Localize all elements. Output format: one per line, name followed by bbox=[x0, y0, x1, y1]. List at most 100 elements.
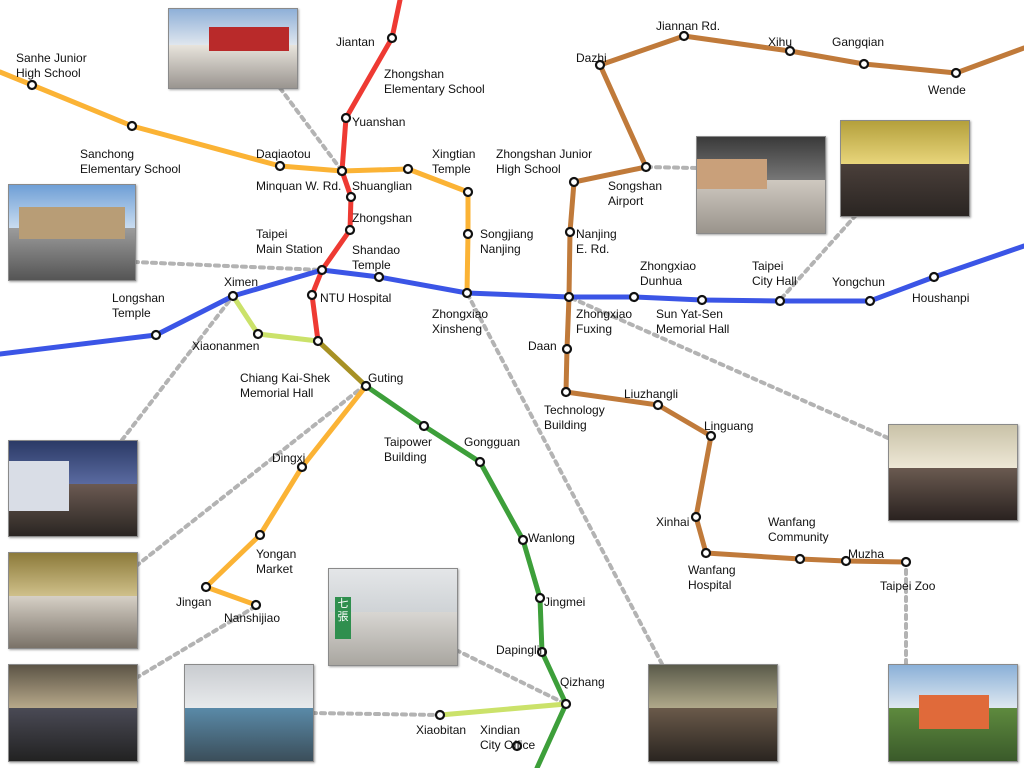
station-marker-tech-building[interactable] bbox=[560, 386, 572, 398]
photo-nanshijiao-station bbox=[8, 664, 138, 762]
station-marker-linguang[interactable] bbox=[705, 430, 717, 442]
label-liuzhangli: Liuzhangli bbox=[624, 387, 679, 401]
station-marker-dingxi[interactable] bbox=[296, 461, 308, 473]
station-marker-yongan[interactable] bbox=[254, 529, 266, 541]
station-marker-dapinglin[interactable] bbox=[536, 646, 548, 658]
station-marker-jingan[interactable] bbox=[200, 581, 212, 593]
station-marker-guting[interactable] bbox=[360, 380, 372, 392]
photo-taipei-zoo bbox=[888, 664, 1018, 762]
station-marker-xindian-city[interactable] bbox=[511, 740, 523, 752]
station-marker-zhongxiao-xinsheng[interactable] bbox=[461, 287, 473, 299]
station-marker-sanchong[interactable] bbox=[126, 120, 138, 132]
station-marker-gongguan[interactable] bbox=[474, 456, 486, 468]
station-marker-zhongxiao-fuxing[interactable] bbox=[563, 291, 575, 303]
station-marker-songshan-airport[interactable] bbox=[640, 161, 652, 173]
label-zhongshan: Zhongshan bbox=[352, 211, 413, 225]
station-marker-nanshijiao[interactable] bbox=[250, 599, 262, 611]
station-marker-muzha[interactable] bbox=[840, 555, 852, 567]
label-zhongxiao-fuxing: Zhongxiao Fuxing bbox=[576, 307, 633, 336]
photo-connector-4 bbox=[120, 294, 235, 442]
station-marker-taipei-main[interactable] bbox=[316, 264, 328, 276]
station-marker-houshanpi[interactable] bbox=[928, 271, 940, 283]
station-marker-daqiaotou[interactable] bbox=[274, 160, 286, 172]
photo-connector-5 bbox=[134, 384, 366, 568]
station-markers bbox=[26, 30, 962, 752]
label-yongan: Yongan Market bbox=[256, 547, 297, 576]
photo-connector-0 bbox=[278, 86, 344, 173]
station-marker-gangqian[interactable] bbox=[858, 58, 870, 70]
station-marker-longshan[interactable] bbox=[150, 329, 162, 341]
station-marker-taipei-city-hall[interactable] bbox=[774, 295, 786, 307]
station-marker-wanlong[interactable] bbox=[517, 534, 529, 546]
station-marker-shandao[interactable] bbox=[373, 271, 385, 283]
photo-zhongxiao-xinsheng bbox=[648, 664, 778, 762]
label-dazhi: Dazhi bbox=[576, 51, 607, 65]
station-marker-liuzhangli[interactable] bbox=[652, 399, 664, 411]
label-taipei-zoo: Taipei Zoo bbox=[880, 579, 936, 593]
station-marker-ntu-hospital[interactable] bbox=[306, 289, 318, 301]
station-marker-xihu[interactable] bbox=[784, 45, 796, 57]
photo-songshan-airport bbox=[696, 136, 826, 234]
station-marker-dazhi[interactable] bbox=[594, 59, 606, 71]
label-zhongshan-jh: Zhongshan Junior High School bbox=[496, 147, 593, 176]
label-xihu: Xihu bbox=[768, 35, 793, 49]
station-marker-minquan[interactable] bbox=[336, 165, 348, 177]
station-marker-wende[interactable] bbox=[950, 67, 962, 79]
station-marker-yuanshan[interactable] bbox=[340, 112, 352, 124]
station-marker-zhongshan-jh[interactable] bbox=[568, 176, 580, 188]
label-gangqian: Gangqian bbox=[832, 35, 885, 49]
label-shandao: Shandao Temple bbox=[352, 243, 401, 272]
station-marker-zhongshan-elem[interactable] bbox=[402, 163, 414, 175]
station-marker-sanhe[interactable] bbox=[26, 79, 38, 91]
label-guting: Guting bbox=[368, 371, 404, 385]
label-linguang: Linguang bbox=[704, 419, 754, 433]
label-sun-yatsen: Sun Yat-Sen Memorial Hall bbox=[656, 307, 730, 336]
station-marker-yongchun[interactable] bbox=[864, 295, 876, 307]
station-marker-jingmei[interactable] bbox=[534, 592, 546, 604]
label-muzha: Muzha bbox=[848, 547, 885, 561]
station-marker-xiaobitan[interactable] bbox=[434, 709, 446, 721]
station-marker-xingtian[interactable] bbox=[462, 186, 474, 198]
label-wanlong: Wanlong bbox=[528, 531, 575, 545]
label-taipei-main: Taipei Main Station bbox=[256, 227, 323, 256]
station-marker-sun-yatsen[interactable] bbox=[696, 294, 708, 306]
station-marker-jiantan[interactable] bbox=[386, 32, 398, 44]
station-marker-jiannan[interactable] bbox=[678, 30, 690, 42]
station-marker-ximen[interactable] bbox=[227, 290, 239, 302]
label-sanhe: Sanhe Junior High School bbox=[16, 51, 87, 80]
label-tech-building: Technology Building bbox=[544, 403, 605, 432]
station-marker-xiaonanmen[interactable] bbox=[252, 328, 264, 340]
photo-connector-2 bbox=[644, 165, 698, 170]
station-marker-zhongxiao-dunhua[interactable] bbox=[628, 291, 640, 303]
station-marker-ckshek[interactable] bbox=[312, 335, 324, 347]
route-green-line bbox=[363, 383, 569, 768]
station-marker-daan[interactable] bbox=[561, 343, 573, 355]
label-gongguan: Gongguan bbox=[464, 435, 521, 449]
station-marker-wanfang-hospital[interactable] bbox=[700, 547, 712, 559]
label-ximen: Ximen bbox=[224, 275, 259, 289]
label-daqiaotou: Daqiaotou bbox=[256, 147, 311, 161]
station-marker-zhongshan-b[interactable] bbox=[344, 224, 356, 236]
label-sanchong: Sanchong Elementary School bbox=[80, 147, 181, 176]
label-zhongshan-elem: Zhongshan Elementary School bbox=[384, 67, 485, 96]
station-marker-taipei-zoo[interactable] bbox=[900, 556, 912, 568]
qizhang-sign: 七 張 bbox=[335, 597, 351, 639]
station-marker-xinhai[interactable] bbox=[690, 511, 702, 523]
photo-taipei-main-station bbox=[8, 184, 136, 281]
station-marker-songjiang[interactable] bbox=[462, 228, 474, 240]
photo-connector-3 bbox=[778, 213, 858, 302]
station-marker-qizhang[interactable] bbox=[560, 698, 572, 710]
station-marker-zhongshan-red[interactable] bbox=[345, 191, 357, 203]
label-ckshek: Chiang Kai-Shek Memorial Hall bbox=[240, 371, 331, 400]
label-zhongxiao-dunhua: Zhongxiao Dunhua bbox=[640, 259, 697, 288]
station-marker-taipower[interactable] bbox=[418, 420, 430, 432]
label-ntu-hospital: NTU Hospital bbox=[320, 291, 392, 305]
station-marker-wanfang-community[interactable] bbox=[794, 553, 806, 565]
label-jingmei: Jingmei bbox=[544, 595, 586, 609]
label-longshan: Longshan Temple bbox=[112, 291, 165, 320]
station-marker-nanjing-e[interactable] bbox=[564, 226, 576, 238]
label-songshan-airport: Songshan Airport bbox=[608, 179, 663, 208]
label-daan: Daan bbox=[528, 339, 557, 353]
photo-connector-1 bbox=[132, 260, 324, 272]
